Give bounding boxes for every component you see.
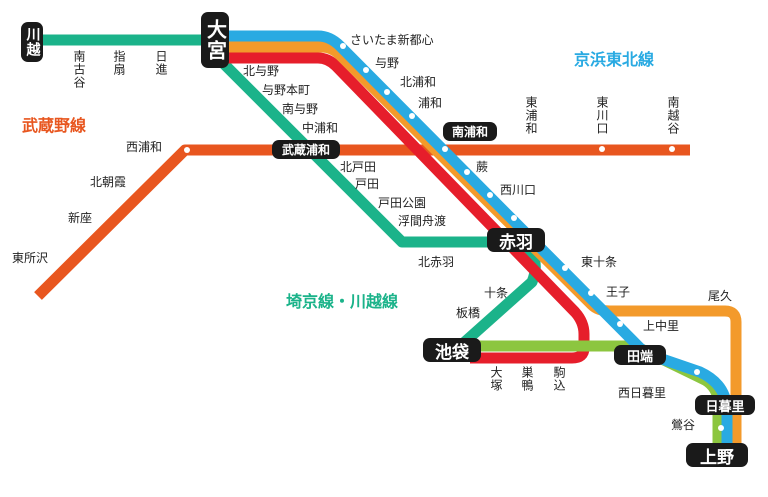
station-label: 北浦和 [400,75,437,89]
station-label: 西川口 [500,183,537,197]
station-label: 大塚 [489,366,503,392]
station-label: 東浦和 [524,96,538,135]
station-label: 王子 [606,285,631,299]
station-label: さいたま新都心 [350,33,434,47]
station-label: 板橋 [456,306,481,320]
station-label: 南古谷 [72,50,86,89]
station-label: 北朝霞 [90,175,127,189]
station-label: 鶯谷 [671,418,696,432]
station-label: 与野 [375,56,400,70]
station-label: 上中里 [643,319,680,333]
saikyo-kawagoe-line-label: 埼京線・川越線 [286,292,399,311]
station-label: 西浦和 [126,140,163,154]
keihin-tohoku-line-label: 京浜東北線 [574,50,655,69]
station-label: 与野本町 [262,83,311,97]
station-label: 日進 [154,50,168,76]
station-tabata[interactable]: 田端 [614,345,666,365]
station-dots [184,43,724,431]
station-musashi-urawa[interactable]: 武蔵浦和 [272,140,340,159]
station-nippori[interactable]: 日暮里 [695,395,755,415]
station-label: 東十条 [581,255,618,269]
musashino-line-label: 武蔵野線 [22,116,87,135]
station-label: 浮間舟渡 [398,214,447,228]
station-omiya[interactable]: 大宮 [201,12,229,68]
station-kawagoe[interactable]: 川越 [21,22,43,62]
station-label: 東所沢 [12,251,49,265]
station-label: 北赤羽 [418,255,455,269]
station-label: 戸田 [355,177,380,191]
station-akabane[interactable]: 赤羽 [487,228,545,253]
station-label: 南与野 [282,102,319,116]
station-label: 新座 [68,211,93,225]
station-label: 尾久 [708,289,733,303]
station-ueno[interactable]: 上野 [686,443,748,468]
station-label: 駒込 [552,366,566,392]
station-minami-urawa[interactable]: 南浦和 [443,122,497,141]
station-label: 中浦和 [302,121,339,135]
station-label: 北戸田 [340,160,377,174]
station-label: 十条 [484,286,509,300]
station-label: 巣鴨 [520,366,534,392]
station-label: 浦和 [418,96,443,110]
station-label: 指扇 [112,50,126,76]
station-label: 戸田公園 [378,196,427,210]
station-label: 西日暮里 [618,386,667,400]
station-label: 蕨 [476,160,489,174]
shonan-shinjuku-line [215,52,590,364]
station-ikebukuro[interactable]: 池袋 [423,338,481,363]
station-label: 南越谷 [666,96,680,135]
station-label: 東川口 [595,96,609,135]
station-label: 北与野 [243,64,280,78]
